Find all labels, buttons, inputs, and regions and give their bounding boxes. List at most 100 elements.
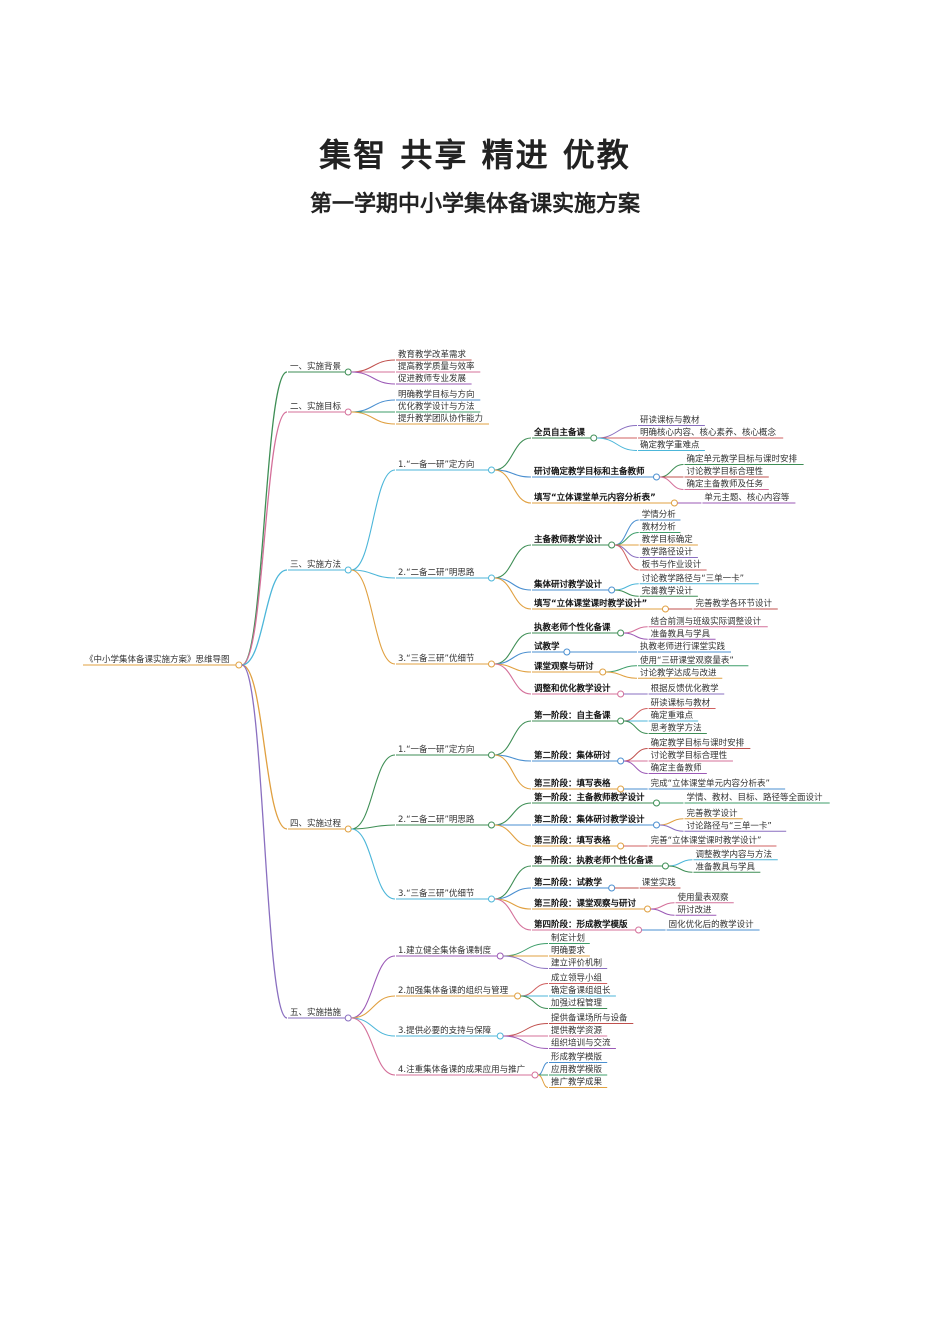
sub-node: 填写“立体课堂单元内容分析表” [534,492,656,503]
node-circle [599,668,607,676]
sub-node: 第三阶段：填写表格 [534,778,611,789]
connector-line [494,577,532,591]
sub-node: 第二阶段：试教学 [534,877,603,888]
leaf-node: 单元主题、核心内容等 [704,492,790,503]
node-circle [590,434,598,442]
leaf-node: 成立领导小组 [551,973,603,984]
leaf-node: 研讨改进 [678,904,713,915]
connector-line [351,1017,396,1037]
leaf-node: 提供教学资源 [551,1025,603,1036]
node-circle [617,842,625,850]
connector-line [596,437,638,451]
connector-line [494,824,532,847]
leaf-node: 板书与作业设计 [642,559,702,570]
leaf-node: 形成教学模版 [551,1052,603,1063]
connector-line [351,359,396,373]
leaf-node: 讨论教学目标合理性 [651,750,728,761]
leaf-node: 准备教具与学具 [651,628,711,639]
node-circle [344,408,352,416]
connector-line [494,720,532,756]
leaf-node: 提升教学团队协作能力 [398,413,483,424]
group-node: 3.“三备三研”优细节 [398,888,475,899]
connector-line [351,824,396,830]
connector-line [351,955,396,1019]
leaf-node: 确定教学目标与课时安排 [651,738,745,749]
leaf-node: 教育教学改革需求 [398,349,467,360]
connector-line [241,664,288,1019]
sub-node: 执教老师个性化备课 [534,622,611,633]
connector-line [494,887,532,900]
node-circle [652,473,660,481]
leaf-node: 完善教学各环节设计 [695,598,772,609]
group-node: 2.“二备二研”明思路 [398,567,475,578]
sub-node: 第一阶段：自主备课 [534,710,611,721]
node-circle [496,1032,504,1040]
leaf-node: 确定教学重难点 [640,440,700,451]
connector-line [351,995,396,1019]
group-node: 1.“一备一研”定方向 [398,459,474,470]
leaf-node: 明确要求 [551,945,586,956]
node-circle [344,825,352,833]
leaf-node: 执教老师进行课堂实践 [640,641,726,652]
connector-line [614,532,639,546]
leaf-node: 确定重难点 [651,710,694,721]
connector-line [351,828,396,900]
connector-line [623,720,648,734]
branch-node: 三、实施方法 [290,559,341,570]
node-circle [661,862,669,870]
node-circle [617,757,625,765]
leaf-node: 根据反馈优化教学 [651,683,720,694]
page-title: 集智 共享 精进 优教 [319,136,631,174]
leaf-node: 学情分析 [642,509,677,520]
leaf-node: 使用量表观察 [678,892,730,903]
leaf-node: 讨论教学路径与“三单一卡” [642,573,744,584]
leaf-node: 建立评价机制 [551,958,602,969]
leaf-node: 使用“三研课堂观察量表” [640,655,734,666]
leaf-node: 课堂实践 [642,877,677,888]
sub-node: 第四阶段：形成教学模版 [534,919,628,930]
leaf-node: 应用教学模版 [551,1064,603,1075]
connector-line [494,437,532,471]
sub-node: 第三阶段：课堂观察与研讨 [534,898,637,909]
leaf-node: 推广教学成果 [551,1077,603,1088]
connector-line [623,760,648,774]
connector-line [494,632,532,665]
node-circle [644,905,652,913]
connector-line [351,469,396,571]
connector-line [241,371,288,666]
connector-line [659,824,684,832]
connector-line [503,1023,549,1037]
connector-line [659,818,684,826]
connector-line [668,865,693,873]
group-node: 3.提供必要的支持与保障 [398,1025,492,1036]
group-node: 4.注重集体备课的成果应用与推广 [398,1064,525,1075]
leaf-node: 组织培训与交流 [551,1038,611,1049]
connector-line [503,1035,549,1049]
sub-node: 第一阶段：主备教师教学设计 [534,792,645,803]
node-circle [652,821,660,829]
leaf-node: 调整教学内容与方法 [695,849,772,860]
connector-line [596,425,638,439]
leaf-node: 研读课标与教材 [651,698,711,709]
group-node: 3.“三备三研”优细节 [398,653,475,664]
connector-line [614,589,639,597]
connector-line [241,664,288,830]
sub-node: 主备教师教学设计 [534,534,603,545]
connector-line [351,569,396,579]
sub-node: 全员自主备课 [533,427,586,438]
node-circle [608,884,616,892]
node-circle [617,785,625,793]
connector-line [668,859,693,867]
leaf-node: 思考教学方法 [651,723,702,734]
leaf-node: 制定计划 [551,933,585,944]
group-node: 2.加强集体备课的组织与管理 [398,985,509,996]
node-circle [617,690,625,698]
sub-node: 第一阶段：执教老师个性化备课 [534,855,654,866]
connector-line [520,995,549,1009]
connector-line [494,469,532,504]
connector-line [241,569,288,666]
connector-line [494,577,532,610]
connector-line [241,411,288,666]
branch-node: 五、实施措施 [290,1007,342,1018]
